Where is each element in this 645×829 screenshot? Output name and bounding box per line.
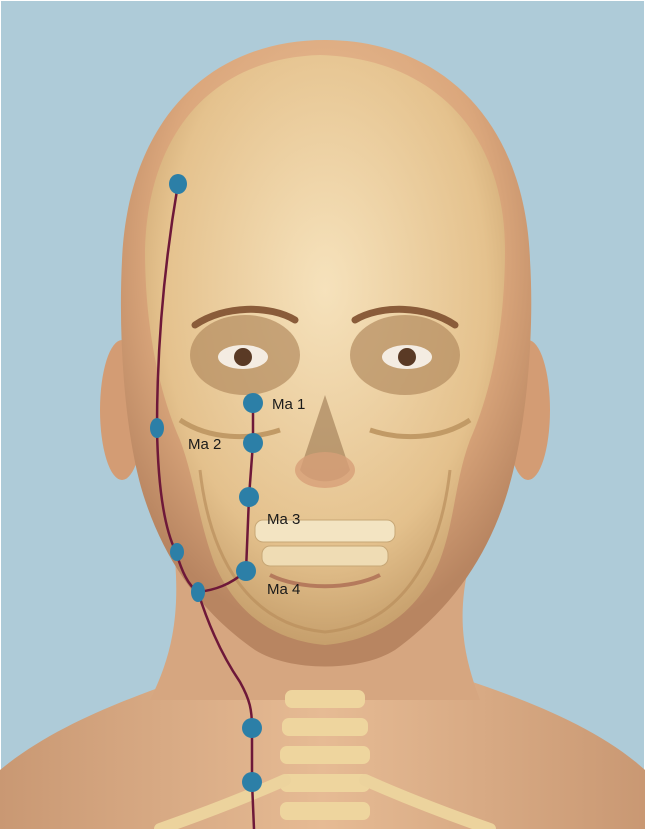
label-ma3: Ma 3: [267, 511, 300, 528]
label-ma1: Ma 1: [272, 396, 305, 413]
point-temple[interactable]: [150, 418, 164, 438]
point-jaw-upper[interactable]: [170, 543, 184, 561]
point-ma4[interactable]: [236, 561, 256, 581]
point-neck-lower[interactable]: [242, 772, 262, 792]
point-ma3[interactable]: [239, 487, 259, 507]
point-neck-upper[interactable]: [242, 718, 262, 738]
point-ma1[interactable]: [243, 393, 263, 413]
label-ma4: Ma 4: [267, 581, 300, 598]
point-jaw-angle[interactable]: [191, 582, 205, 602]
left-iris: [234, 348, 252, 366]
nose: [295, 452, 355, 488]
label-ma2: Ma 2: [188, 436, 221, 453]
point-ma2[interactable]: [243, 433, 263, 453]
lower-teeth: [262, 546, 388, 566]
right-iris: [398, 348, 416, 366]
point-head-upper[interactable]: [169, 174, 187, 194]
